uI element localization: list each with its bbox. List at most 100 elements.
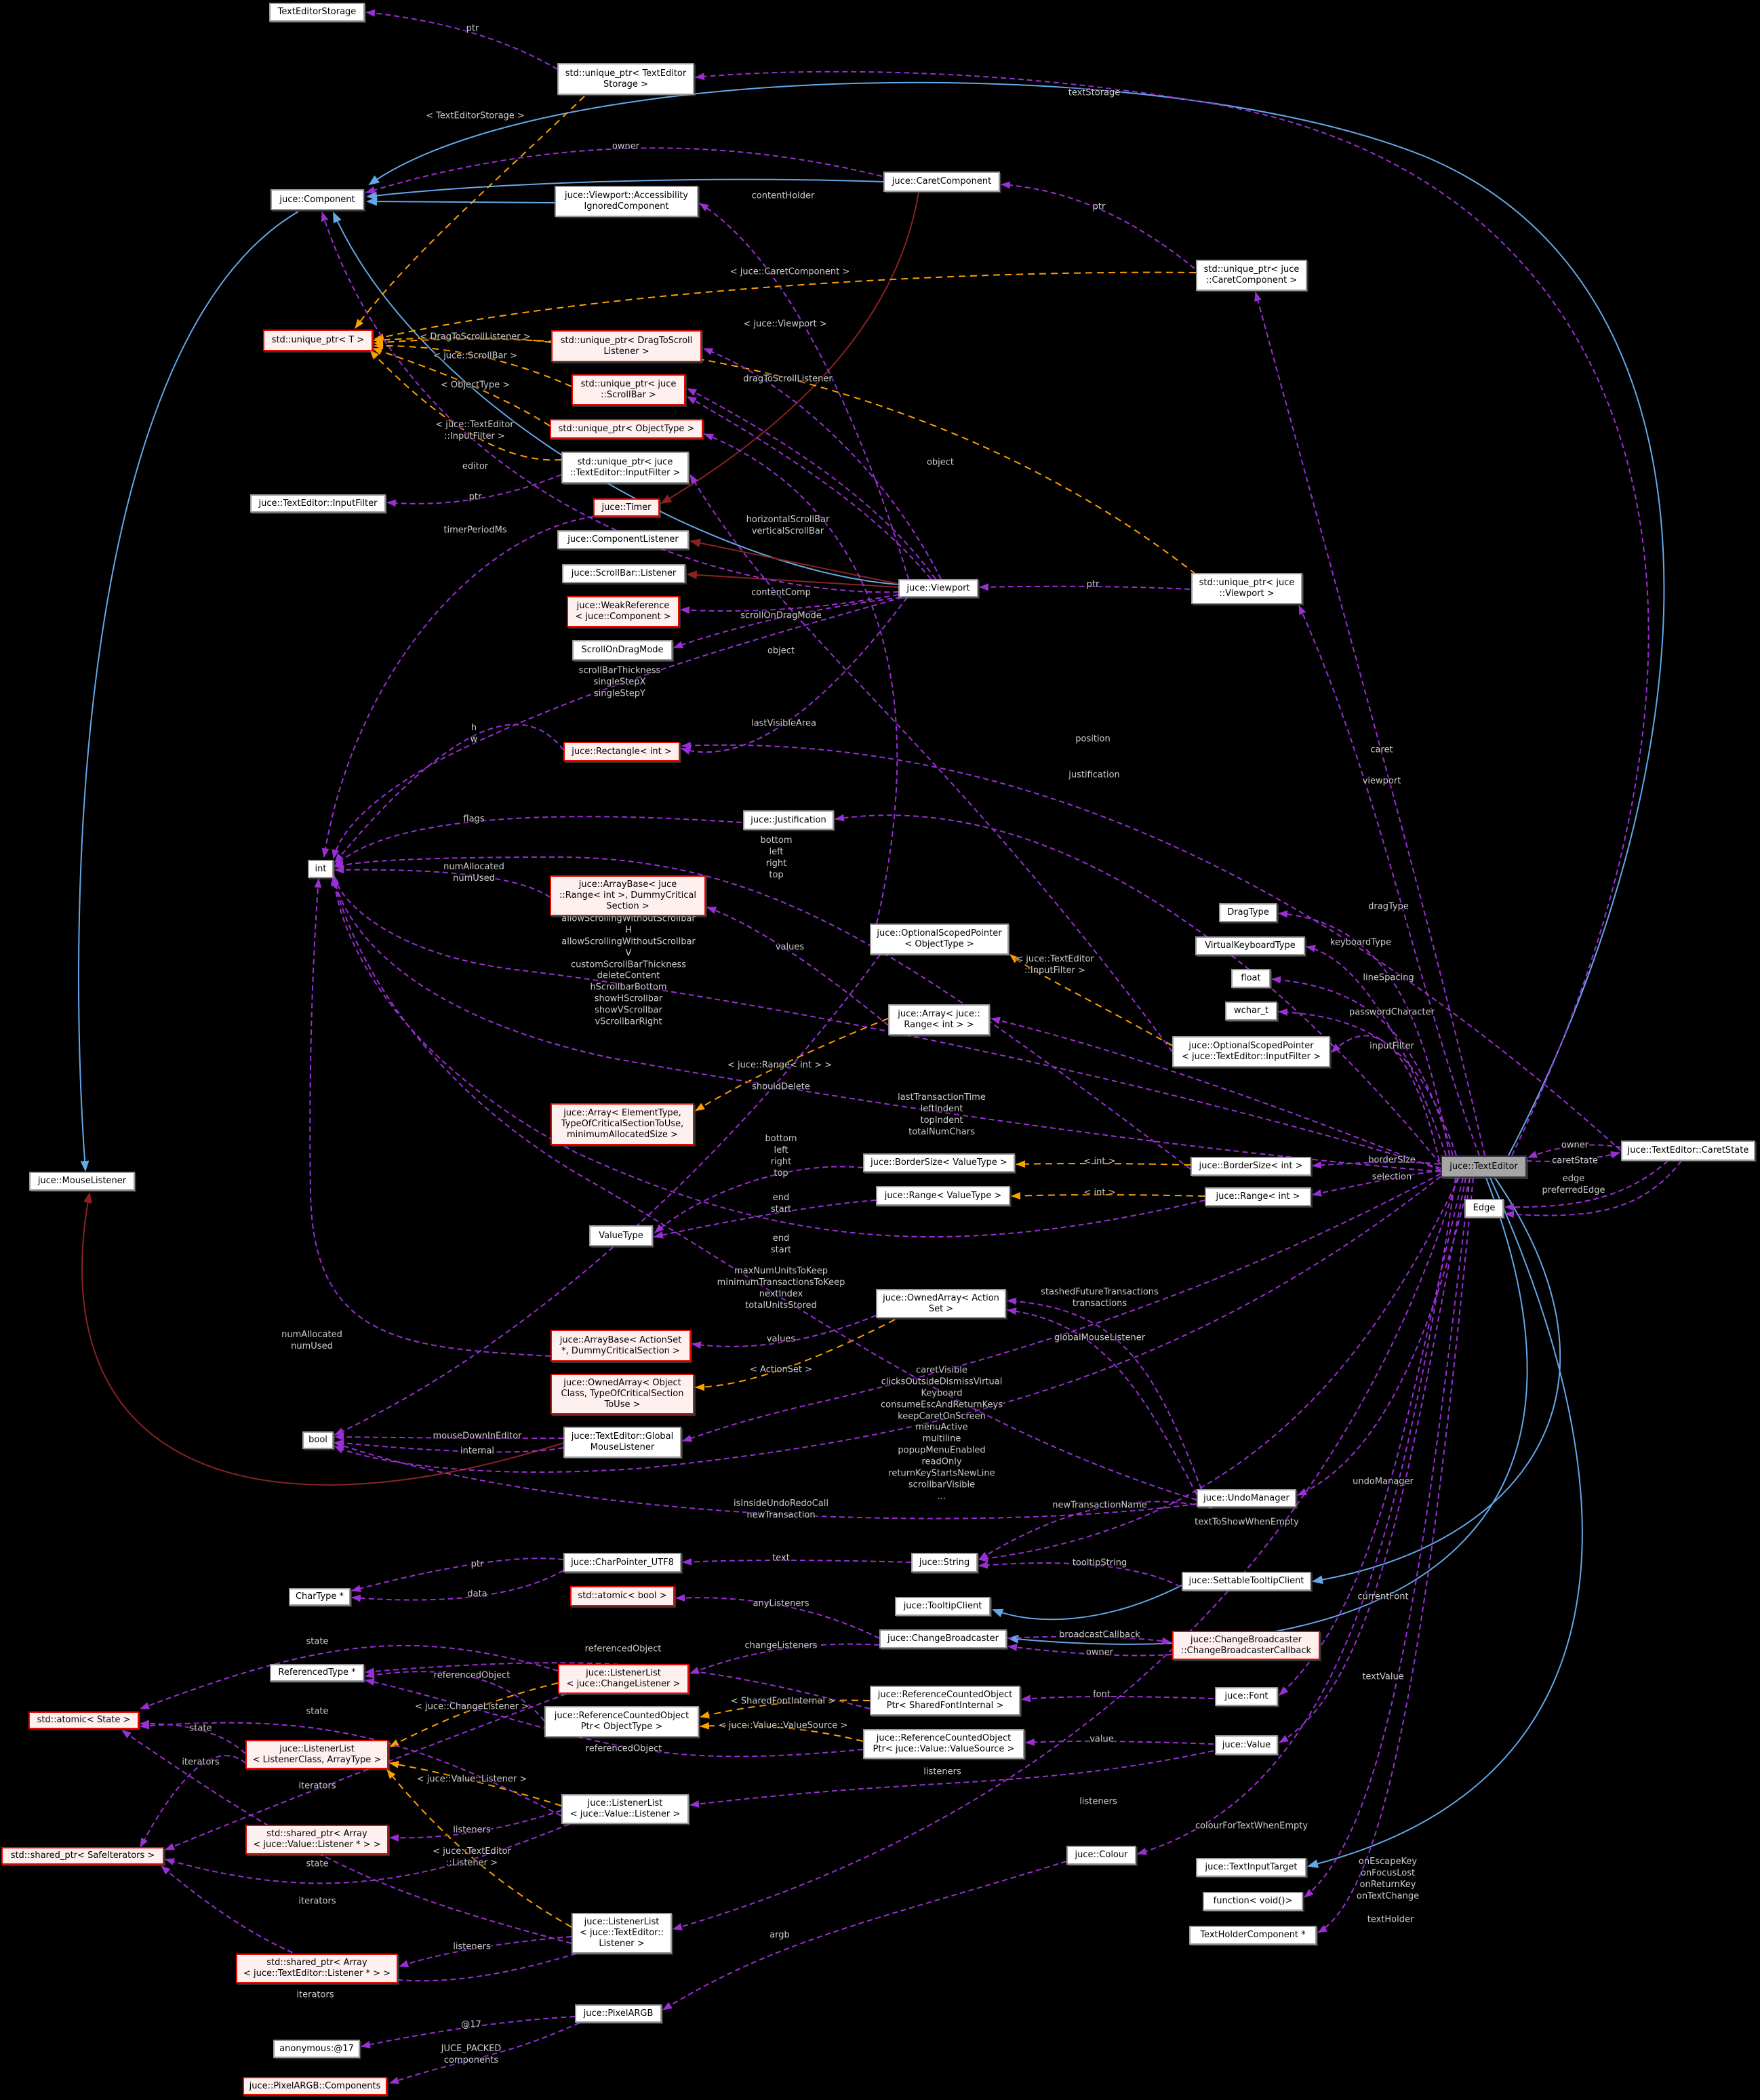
node-rcop-objecttype[interactable]: juce::ReferenceCountedObject Ptr< Object… bbox=[544, 1706, 699, 1737]
node-string[interactable]: juce::String bbox=[911, 1553, 978, 1572]
edge-label: text bbox=[772, 1553, 790, 1564]
node-cb-callback[interactable]: juce::ChangeBroadcaster ::ChangeBroadcas… bbox=[1172, 1631, 1320, 1660]
edge-label: referencedObject bbox=[584, 1644, 662, 1655]
node-int[interactable]: int bbox=[308, 860, 334, 878]
edge-m-102 bbox=[165, 1693, 567, 1850]
node-arraybase-range[interactable]: juce::ArrayBase< juce ::Range< int >, Du… bbox=[550, 875, 706, 916]
node-bool[interactable]: bool bbox=[302, 1431, 334, 1449]
node-caretstate[interactable]: juce::TextEditor::CaretState bbox=[1621, 1141, 1755, 1161]
node-function-void[interactable]: function< void()> bbox=[1203, 1892, 1303, 1911]
node-componentlistener[interactable]: juce::ComponentListener bbox=[557, 530, 689, 549]
node-pixelargb[interactable]: juce::PixelARGB bbox=[575, 2004, 662, 2023]
edge-m-56 bbox=[654, 1200, 877, 1239]
edge-label: @17 bbox=[461, 2019, 481, 2030]
edge-priv-12 bbox=[81, 1192, 564, 1486]
node-scrollbar-listener[interactable]: juce::ScrollBar::Listener bbox=[562, 564, 685, 583]
node-uptr-objecttype[interactable]: std::unique_ptr< ObjectType > bbox=[550, 419, 703, 439]
node-texteditor[interactable]: juce::TextEditor bbox=[1441, 1155, 1527, 1178]
node-rectangle-int[interactable]: juce::Rectangle< int > bbox=[563, 742, 680, 761]
node-mouselistener[interactable]: juce::MouseListener bbox=[29, 1172, 135, 1191]
node-atomic-bool[interactable]: std::atomic< bool > bbox=[570, 1586, 675, 1606]
node-array-range[interactable]: juce::Array< juce:: Range< int > > bbox=[888, 1004, 990, 1035]
edge-t-18 bbox=[372, 347, 551, 427]
node-changebroadcaster[interactable]: juce::ChangeBroadcaster bbox=[879, 1629, 1007, 1648]
node-wchar[interactable]: wchar_t bbox=[1225, 1002, 1277, 1021]
node-referencedtype[interactable]: ReferencedType * bbox=[270, 1664, 364, 1682]
edge-label: broadcastCallback bbox=[1059, 1629, 1140, 1640]
node-osp-inputfilter[interactable]: juce::OptionalScopedPointer < juce::Text… bbox=[1172, 1036, 1330, 1067]
node-viewport[interactable]: juce::Viewport bbox=[898, 579, 978, 597]
node-valuetype[interactable]: ValueType bbox=[589, 1225, 653, 1246]
node-range-valuetype[interactable]: juce::Range< ValueType > bbox=[876, 1186, 1010, 1206]
node-pixelargb-components[interactable]: juce::PixelARGB::Components bbox=[243, 2077, 387, 2095]
node-sp-array-texteditorlistener[interactable]: std::shared_ptr< Array < juce::TextEdito… bbox=[236, 1954, 398, 1983]
node-rcop-sharedfontinternal[interactable]: juce::ReferenceCountedObject Ptr< Shared… bbox=[870, 1686, 1020, 1716]
node-sp-array-valuelistener[interactable]: std::shared_ptr< Array < juce::Value::Li… bbox=[245, 1825, 388, 1855]
node-ll-texteditorlistener[interactable]: juce::ListenerList < juce::TextEditor:: … bbox=[572, 1913, 672, 1954]
edge-m-52 bbox=[332, 874, 1441, 1169]
edge-label: caretState bbox=[1552, 1155, 1598, 1166]
node-texteditor-inputfilter[interactable]: juce::TextEditor::InputFilter bbox=[250, 494, 386, 513]
node-float[interactable]: float bbox=[1231, 969, 1271, 988]
node-uptr-caretcomponent[interactable]: std::unique_ptr< juce ::CaretComponent > bbox=[1196, 260, 1307, 291]
node-uptr-dragtoscroll[interactable]: std::unique_ptr< DragToScroll Listener > bbox=[551, 330, 702, 362]
node-caretcomponent[interactable]: juce::CaretComponent bbox=[883, 172, 1000, 192]
node-anonymous17[interactable]: anonymous:@17 bbox=[273, 2040, 360, 2058]
node-ll-valuelistener[interactable]: juce::ListenerList < juce::Value::Listen… bbox=[561, 1794, 689, 1824]
node-weakreference[interactable]: juce::WeakReference < juce::Component > bbox=[567, 596, 679, 627]
node-colour[interactable]: juce::Colour bbox=[1066, 1846, 1136, 1865]
node-range-int[interactable]: juce::Range< int > bbox=[1205, 1187, 1311, 1206]
node-bordersize-int[interactable]: juce::BorderSize< int > bbox=[1191, 1157, 1311, 1176]
node-chartype[interactable]: CharType * bbox=[289, 1588, 351, 1606]
node-bordersize-valuetype[interactable]: juce::BorderSize< ValueType > bbox=[863, 1153, 1015, 1172]
node-timer[interactable]: juce::Timer bbox=[593, 498, 660, 517]
node-uptr-inputfilter[interactable]: std::unique_ptr< juce ::TextEditor::Inpu… bbox=[561, 452, 689, 483]
node-justification[interactable]: juce::Justification bbox=[743, 810, 834, 830]
node-textinputtarget[interactable]: juce::TextInputTarget bbox=[1196, 1858, 1306, 1877]
node-texteditorstorage[interactable]: TextEditorStorage bbox=[269, 3, 365, 22]
node-scrollondragmode[interactable]: ScrollOnDragMode bbox=[572, 640, 673, 660]
node-ownedarray-actionset[interactable]: juce::OwnedArray< Action Set > bbox=[876, 1289, 1006, 1318]
node-arraybase-actionset[interactable]: juce::ArrayBase< ActionSet *, DummyCriti… bbox=[551, 1330, 691, 1362]
node-edge-node[interactable]: Edge bbox=[1464, 1199, 1504, 1218]
node-uptr-viewport[interactable]: std::unique_ptr< juce ::Viewport > bbox=[1191, 573, 1302, 604]
node-virtualkeyboardtype[interactable]: VirtualKeyboardType bbox=[1195, 936, 1305, 955]
edge-label: < juce::TextEditor ::Listener > bbox=[433, 1846, 511, 1868]
edge-m-89 bbox=[1021, 1695, 1214, 1703]
node-dragtype[interactable]: DragType bbox=[1219, 903, 1277, 922]
edge-m-68 bbox=[1007, 1297, 1202, 1490]
node-rcop-valuesource[interactable]: juce::ReferenceCountedObject Ptr< juce::… bbox=[863, 1729, 1024, 1759]
node-font[interactable]: juce::Font bbox=[1215, 1687, 1278, 1706]
edge-m-35 bbox=[1298, 605, 1480, 1156]
edge-m-101 bbox=[121, 1730, 572, 1944]
node-undomanager[interactable]: juce::UndoManager bbox=[1197, 1489, 1296, 1507]
node-uptr-texteditorstorage[interactable]: std::unique_ptr< TextEditor Storage > bbox=[557, 63, 694, 95]
edge-m-60 bbox=[1306, 945, 1447, 1156]
edge-label: contentHolder bbox=[751, 191, 815, 201]
edge-m-109 bbox=[361, 2016, 576, 2048]
node-charpointer-utf8[interactable]: juce::CharPointer_UTF8 bbox=[563, 1553, 681, 1572]
edge-m-81 bbox=[682, 1558, 912, 1566]
node-ll-generic[interactable]: juce::ListenerList < ListenerClass, Arra… bbox=[245, 1740, 388, 1769]
node-globalmouselistener[interactable]: juce::TextEditor::Global MouseListener bbox=[563, 1427, 681, 1458]
node-ownedarray-objectclass[interactable]: juce::OwnedArray< Object Class, TypeOfCr… bbox=[551, 1374, 694, 1414]
node-array-elementtype[interactable]: juce::Array< ElementType, TypeOfCritical… bbox=[551, 1103, 694, 1145]
node-atomic-state[interactable]: std::atomic< State > bbox=[28, 1711, 139, 1729]
edge-label: < TextEditorStorage > bbox=[426, 111, 525, 121]
edge-t-26 bbox=[700, 1722, 864, 1742]
node-viewport-accessibility[interactable]: juce::Viewport::Accessibility IgnoredCom… bbox=[555, 186, 698, 217]
edges-group bbox=[78, 9, 1682, 2084]
node-textholdercomponent[interactable]: TextHolderComponent * bbox=[1189, 1926, 1317, 1945]
node-ll-changelistener[interactable]: juce::ListenerList < juce::ChangeListene… bbox=[558, 1664, 689, 1694]
node-sp-safeiterators[interactable]: std::shared_ptr< SafeIterators > bbox=[1, 1847, 164, 1865]
node-tooltipclient[interactable]: juce::TooltipClient bbox=[895, 1597, 991, 1616]
node-uptr-t[interactable]: std::unique_ptr< T > bbox=[263, 330, 373, 351]
node-osp-objecttype[interactable]: juce::OptionalScopedPointer < ObjectType… bbox=[870, 924, 1009, 955]
edge-t-29 bbox=[386, 1769, 572, 1928]
node-value[interactable]: juce::Value bbox=[1215, 1735, 1278, 1755]
edge-m-91 bbox=[365, 1671, 545, 1722]
node-settabletooltipclient[interactable]: juce::SettableTooltipClient bbox=[1182, 1572, 1311, 1591]
node-component[interactable]: juce::Component bbox=[271, 189, 364, 210]
node-uptr-scrollbar[interactable]: std::unique_ptr< juce ::ScrollBar > bbox=[572, 374, 685, 405]
edge-label: listeners bbox=[453, 1941, 491, 1952]
